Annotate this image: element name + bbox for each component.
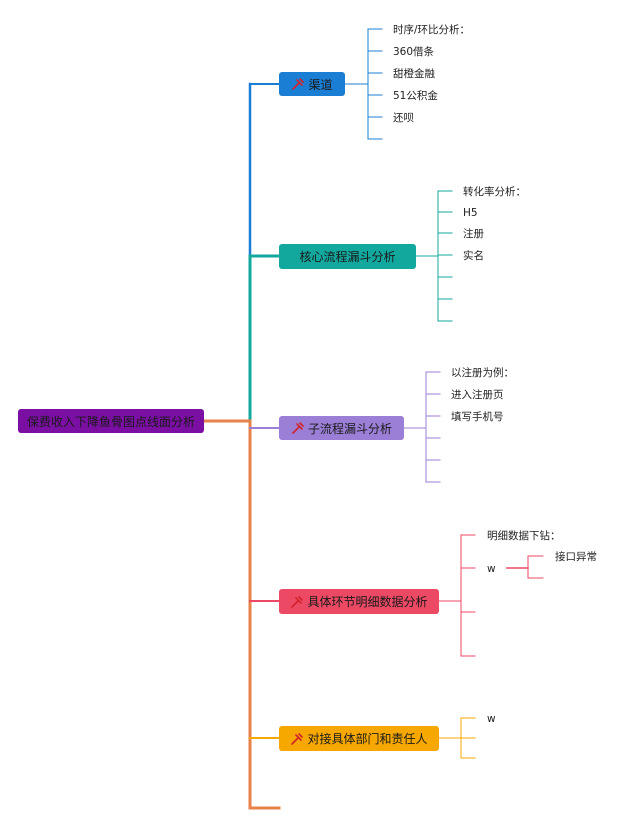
tools-icon [290,732,304,746]
leaf-item[interactable]: 51公积金 [393,90,438,102]
branch-node-sub-funnel[interactable]: 子流程漏斗分析 [279,416,404,440]
leaf-item[interactable]: 甜橙金融 [393,68,435,80]
leaf-item[interactable]: 明细数据下钻： [487,530,561,542]
tools-icon [291,77,305,91]
branch-node-core-funnel[interactable]: 核心流程漏斗分析 [279,244,416,269]
branch-label-sub-funnel: 子流程漏斗分析 [307,421,392,436]
tools-icon [291,421,305,435]
leaf-item[interactable]: H5 [463,207,478,219]
leaf-item[interactable]: 时序/环比分析： [393,24,471,36]
leaf-item[interactable]: 还呗 [393,112,414,124]
root-label: 保费收入下降鱼骨图点线面分析 [26,414,195,429]
leaf-item[interactable]: 实名 [463,250,484,262]
tools-icon [290,595,304,609]
branch-node-detail[interactable]: 具体环节明细数据分析 [279,589,439,614]
root-node[interactable]: 保费收入下降鱼骨图点线面分析 [18,409,204,433]
subleaf-item[interactable]: 接口异常 [555,551,597,563]
branch-node-channel[interactable]: 渠道 [279,72,345,96]
branch-label-channel: 渠道 [308,77,333,92]
branch-label-detail: 具体环节明细数据分析 [307,595,428,609]
branch-label-core-funnel: 核心流程漏斗分析 [299,250,396,264]
leaf-item[interactable]: 填写手机号 [451,411,504,423]
leaf-item[interactable]: 转化率分析： [463,186,526,198]
leaf-item[interactable]: w [487,563,496,575]
leaf-item[interactable]: w [487,713,496,725]
leaf-item[interactable]: 360借条 [393,46,435,58]
leaf-item[interactable]: 进入注册页 [451,389,504,401]
branch-node-owner[interactable]: 对接具体部门和责任人 [279,726,439,751]
leaf-item[interactable]: 以注册为例： [451,367,514,379]
branch-label-owner: 对接具体部门和责任人 [307,732,428,746]
leaf-item[interactable]: 注册 [463,228,484,240]
